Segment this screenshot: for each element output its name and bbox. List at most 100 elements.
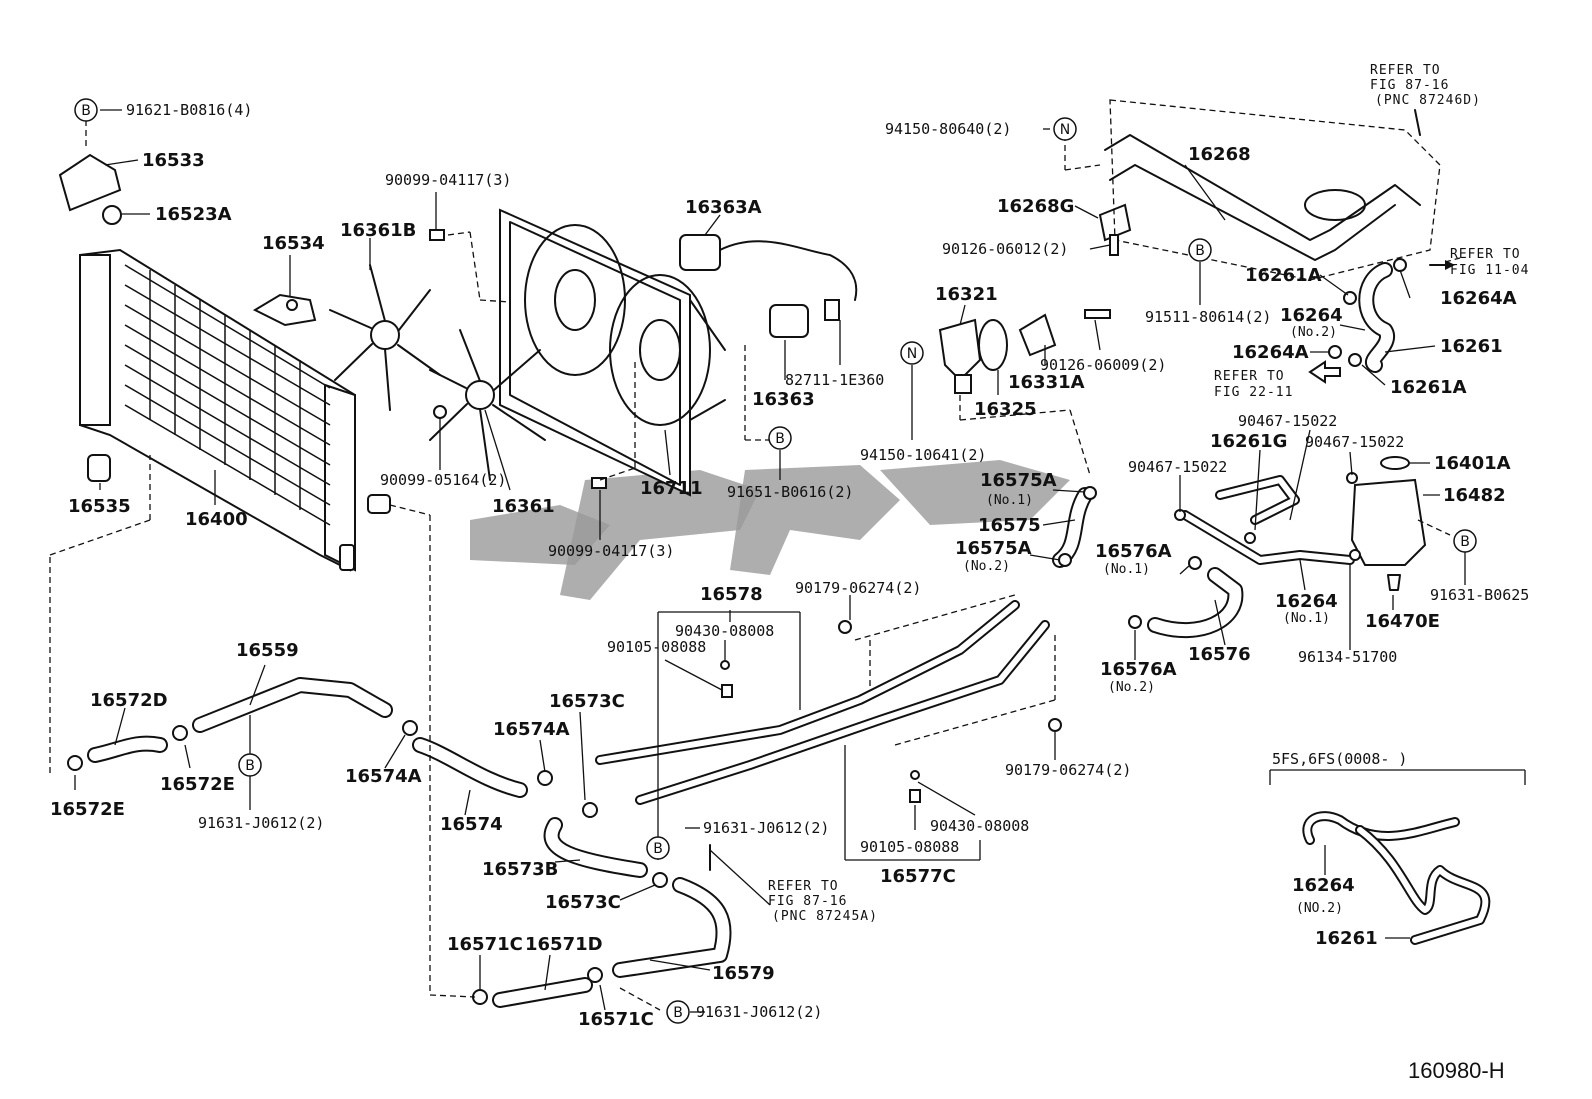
label-90430-a: 90430-08008 [675,622,774,640]
label-94150-a: 94150-80640(2) [885,120,1011,138]
reservoir-16482 [1350,456,1427,591]
label-16264A-1: 16264A [1440,288,1517,309]
label-91621: 91621-B0816(4) [126,101,252,119]
badge-b-2: B [768,426,792,450]
label-90126-a: 90126-06012(2) [942,240,1068,258]
badge-b-1: B [74,98,98,122]
label-16268G: 16268G [997,196,1074,217]
bracket-16533 [58,153,122,225]
label-16261A-2: 16261A [1390,377,1467,398]
label-16575A-1-sub: (No.1) [986,493,1033,508]
label-16470E: 16470E [1365,611,1440,632]
svg-text:N: N [907,346,917,362]
label-91631-c: 91631-J0612(2) [696,1003,822,1021]
hose-16571D [492,977,593,1008]
hose-16575 [1052,487,1093,568]
label-90467-1: 90467-15022 [1238,412,1337,430]
svg-text:N: N [1060,122,1070,138]
label-91631-b: 91631-J0612(2) [703,819,829,837]
label-96134: 96134-51700 [1298,648,1397,666]
label-16261G: 16261G [1210,431,1287,452]
refer-note-fig22: REFER TO FIG 22-11 [1214,369,1292,400]
label-16533: 16533 [142,150,205,171]
bracket-16534 [252,293,317,327]
svg-text:REFER TO: REFER TO [768,879,839,894]
svg-text:FIG 87-16: FIG 87-16 [1370,78,1449,93]
label-16264-mid: 16264 [1275,591,1338,612]
label-16535: 16535 [68,496,131,517]
label-91631-b0625: 91631-B0625 [1430,586,1529,604]
fan-16361B [329,264,441,411]
water-inlet-16321 [938,318,982,394]
label-16559: 16559 [236,640,299,661]
hose-16264-no1 [1180,510,1355,565]
gasket-16325 [978,319,1008,371]
inset-hoses [1269,769,1526,945]
label-90099-b: 90099-05164(2) [380,471,506,489]
label-16577C: 16577C [880,866,956,887]
label-16361B: 16361B [340,220,416,241]
badge-b-6: B [646,836,670,860]
label-16579: 16579 [712,963,775,984]
label-16574A-1: 16574A [493,719,570,740]
svg-text:FIG 11-04: FIG 11-04 [1450,263,1529,278]
label-16261-top: 16261 [1440,336,1503,357]
label-16576A-1: 16576A [1095,541,1172,562]
svg-text:B: B [673,1005,683,1021]
label-90099-c: 90099-04117(3) [548,542,674,560]
label-16711: 16711 [640,478,703,499]
svg-text:REFER TO: REFER TO [1214,369,1285,384]
svg-text:B: B [245,758,255,774]
svg-text:B: B [81,103,91,119]
label-16264-inset-sub: (NO.2) [1296,901,1343,916]
label-16578: 16578 [700,584,763,605]
label-16268: 16268 [1188,144,1251,165]
badge-b-5: B [238,753,262,777]
svg-text:REFER TO: REFER TO [1450,247,1521,262]
hose-16579 [612,877,732,978]
label-16576: 16576 [1188,644,1251,665]
mount-16535 [87,454,111,482]
label-16572E-2: 16572E [50,799,125,820]
label-16264-top-sub: (No.2) [1290,325,1337,340]
watermark-logo [470,460,1070,600]
label-16573C-1: 16573C [549,691,625,712]
fan-motor-16363A [679,234,858,301]
label-90430-b: 90430-08008 [930,817,1029,835]
label-16264-top: 16264 [1280,305,1343,326]
svg-text:REFER TO: REFER TO [1370,63,1441,78]
label-16261A-1: 16261A [1245,265,1322,286]
refer-note-top-right: REFER TO FIG 87-16 (PNC 87246D) [1370,63,1480,108]
refer-arrows [709,109,1455,871]
badge-b-4: B [1453,529,1477,553]
label-16575A-2: 16575A [955,538,1032,559]
label-16264-mid-sub: (No.1) [1283,611,1330,626]
label-16400: 16400 [185,509,248,530]
svg-text:B: B [653,841,663,857]
label-16573B: 16573B [482,859,558,880]
label-16361: 16361 [492,496,555,517]
label-82711: 82711-1E360 [785,371,884,389]
label-90179-a: 90179-06274(2) [795,579,921,597]
heater-pipe-16578 [595,600,1020,765]
callout-labels: 91621-B0816(4) 16533 16523A 16534 16361B… [50,101,1529,1030]
svg-text:B: B [775,431,785,447]
pipe-16268 [1104,134,1421,261]
diagram-code: 160980-H [1408,1058,1505,1083]
svg-text:B: B [1460,534,1470,550]
refer-note-fig11: REFER TO FIG 11-04 [1450,247,1529,278]
label-90467-3: 90467-15022 [1128,458,1227,476]
label-16572E-1: 16572E [160,774,235,795]
label-16575A-2-sub: (No.2) [963,559,1010,574]
refer-note-bottom: REFER TO FIG 87-16 (PNC 87245A) [768,879,877,924]
hose-16573B [543,817,648,878]
label-16571C-1: 16571C [447,934,523,955]
label-16575: 16575 [978,515,1041,536]
label-16363A: 16363A [685,197,762,218]
label-16261-inset: 16261 [1315,928,1378,949]
hose-16572D [87,735,168,763]
badge-n-1: N [1053,117,1077,141]
label-94150-b: 94150-10641(2) [860,446,986,464]
label-16576A-1-sub: (No.1) [1103,562,1150,577]
